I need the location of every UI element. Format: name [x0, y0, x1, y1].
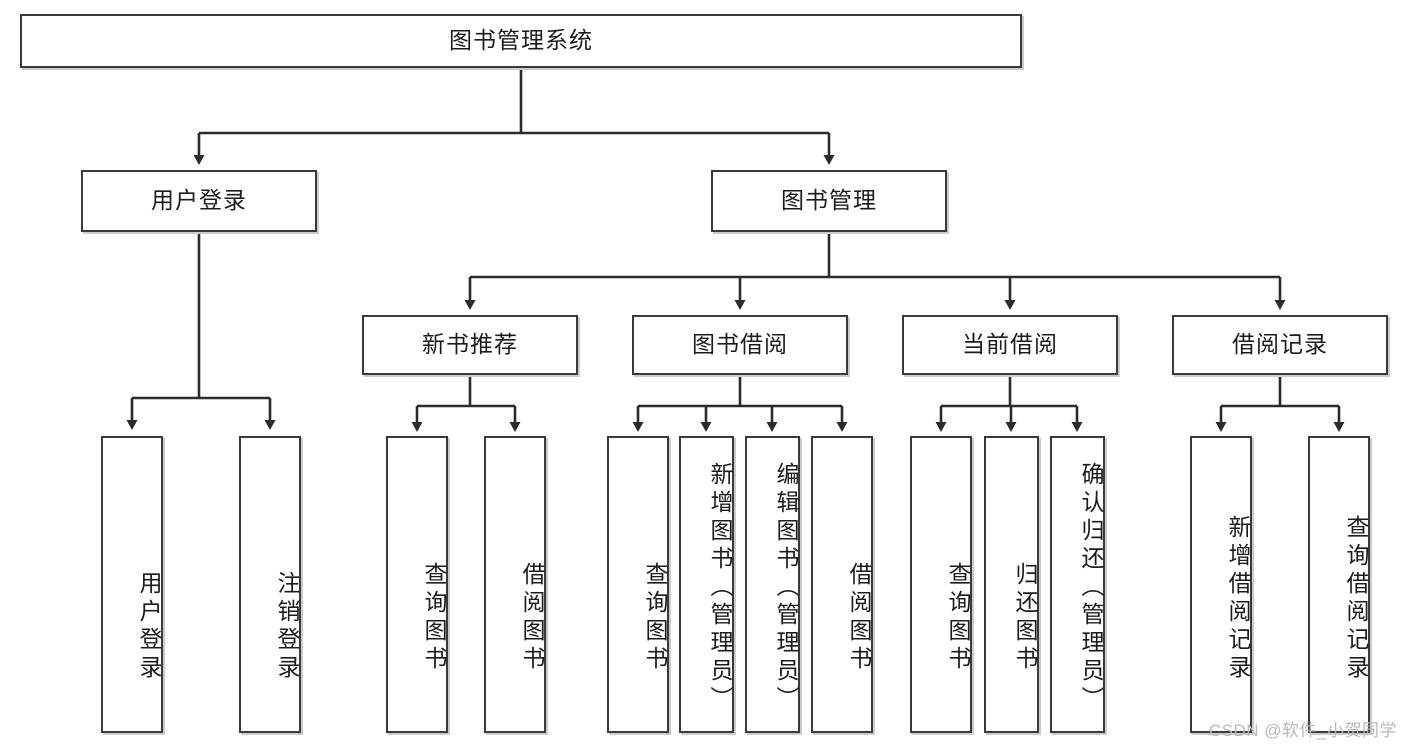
- node-leaf-add-record-label: 新增借阅记录: [1225, 514, 1251, 683]
- node-leaf-logout[interactable]: 注销登录: [239, 436, 301, 733]
- node-leaf-query-record[interactable]: 查询借阅记录: [1308, 436, 1370, 733]
- node-borrow-record[interactable]: 借阅记录: [1172, 315, 1388, 375]
- node-book-manage[interactable]: 图书管理: [711, 170, 947, 232]
- node-leaf-borrow-book-rec-label: 借阅图书: [519, 561, 545, 674]
- node-leaf-confirm-return[interactable]: 确认归还（管理员）: [1050, 436, 1105, 733]
- node-leaf-borrow-book[interactable]: 借阅图书: [811, 436, 873, 733]
- node-leaf-query-record-label: 查询借阅记录: [1343, 514, 1369, 683]
- node-leaf-return-book-label: 归还图书: [1012, 561, 1038, 674]
- node-leaf-logout-label: 注销登录: [274, 570, 300, 683]
- node-leaf-query-book-borrow-label: 查询图书: [642, 561, 668, 674]
- node-leaf-query-book-cur[interactable]: 查询图书: [910, 436, 972, 733]
- node-leaf-query-book-rec-label: 查询图书: [421, 561, 447, 674]
- node-leaf-query-book-rec[interactable]: 查询图书: [386, 436, 448, 733]
- node-root[interactable]: 图书管理系统: [20, 14, 1022, 68]
- watermark-text: CSDN @软件_小贺同学: [1208, 721, 1397, 740]
- node-user-login[interactable]: 用户登录: [81, 170, 317, 232]
- node-leaf-borrow-book-label: 借阅图书: [846, 561, 872, 674]
- node-current-borrow[interactable]: 当前借阅: [902, 315, 1118, 375]
- node-leaf-query-book-borrow[interactable]: 查询图书: [607, 436, 669, 733]
- node-book-manage-label: 图书管理: [781, 187, 877, 214]
- node-leaf-confirm-return-label: 确认归还（管理员）: [1078, 461, 1104, 714]
- node-new-book-rec-label: 新书推荐: [422, 331, 518, 358]
- node-leaf-borrow-book-rec[interactable]: 借阅图书: [484, 436, 546, 733]
- node-current-borrow-label: 当前借阅: [962, 331, 1058, 358]
- node-leaf-edit-book[interactable]: 编辑图书（管理员）: [745, 436, 800, 733]
- node-leaf-user-login[interactable]: 用户登录: [101, 436, 163, 733]
- node-leaf-add-book[interactable]: 新增图书（管理员）: [679, 436, 734, 733]
- node-borrow-record-label: 借阅记录: [1232, 331, 1328, 358]
- node-leaf-add-book-label: 新增图书（管理员）: [707, 461, 733, 714]
- node-leaf-edit-book-label: 编辑图书（管理员）: [773, 461, 799, 714]
- node-book-borrow[interactable]: 图书借阅: [632, 315, 848, 375]
- node-user-login-label: 用户登录: [151, 187, 247, 214]
- node-book-borrow-label: 图书借阅: [692, 331, 788, 358]
- node-new-book-rec[interactable]: 新书推荐: [362, 315, 578, 375]
- node-leaf-query-book-cur-label: 查询图书: [945, 561, 971, 674]
- node-root-label: 图书管理系统: [449, 27, 593, 54]
- node-leaf-return-book[interactable]: 归还图书: [984, 436, 1039, 733]
- node-leaf-user-login-label: 用户登录: [136, 570, 162, 683]
- node-leaf-add-record[interactable]: 新增借阅记录: [1190, 436, 1252, 733]
